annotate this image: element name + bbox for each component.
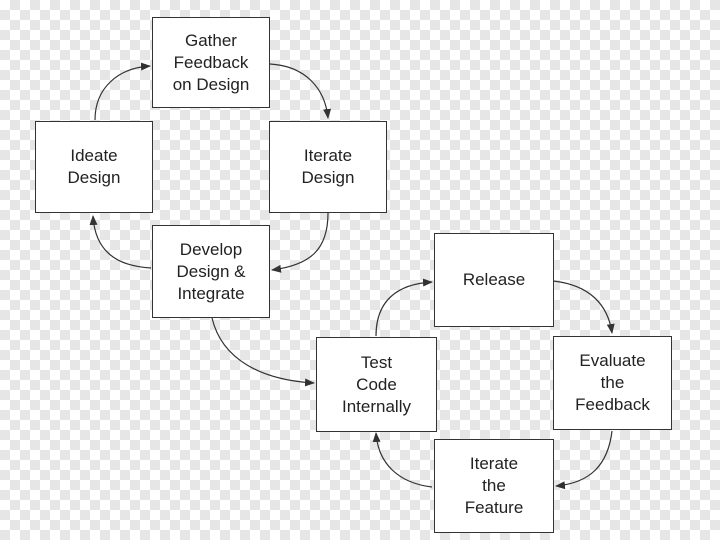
node-release-label: Release (462, 270, 526, 289)
node-test-code: Test Code Internally (316, 337, 437, 432)
node-develop-design: Develop Design & Integrate (152, 225, 270, 318)
node-gather-feedback-label: Gather Feedback on Design (172, 30, 250, 94)
edge-iterate-feature-to-test (372, 432, 433, 488)
node-test-code-label: Test Code Internally (342, 352, 411, 416)
node-iterate-feature: Iterate the Feature (434, 439, 554, 533)
node-iterate-design-label: Iterate Design (301, 146, 355, 187)
edge-release-to-evaluate (552, 280, 615, 334)
node-ideate-design: Ideate Design (35, 121, 153, 213)
edge-gather-to-iterate (269, 63, 332, 119)
edge-develop-to-ideate (89, 215, 152, 269)
node-iterate-design: Iterate Design (269, 121, 387, 213)
edge-test-to-release (375, 278, 433, 337)
edge-evaluate-to-iterate-feature (555, 430, 613, 490)
node-ideate-design-label: Ideate Design (67, 146, 121, 187)
node-release: Release (434, 233, 554, 327)
node-evaluate-feedback-label: Evaluate the Feedback (575, 351, 650, 414)
node-evaluate-feedback: Evaluate the Feedback (553, 336, 672, 430)
node-gather-feedback: Gather Feedback on Design (152, 17, 270, 108)
edge-develop-to-test (211, 317, 315, 387)
edge-iterate-to-develop (271, 212, 329, 273)
edge-ideate-to-gather (94, 62, 151, 121)
node-iterate-feature-label: Iterate the Feature (464, 454, 524, 517)
node-develop-design-label: Develop Design & Integrate (176, 239, 246, 303)
